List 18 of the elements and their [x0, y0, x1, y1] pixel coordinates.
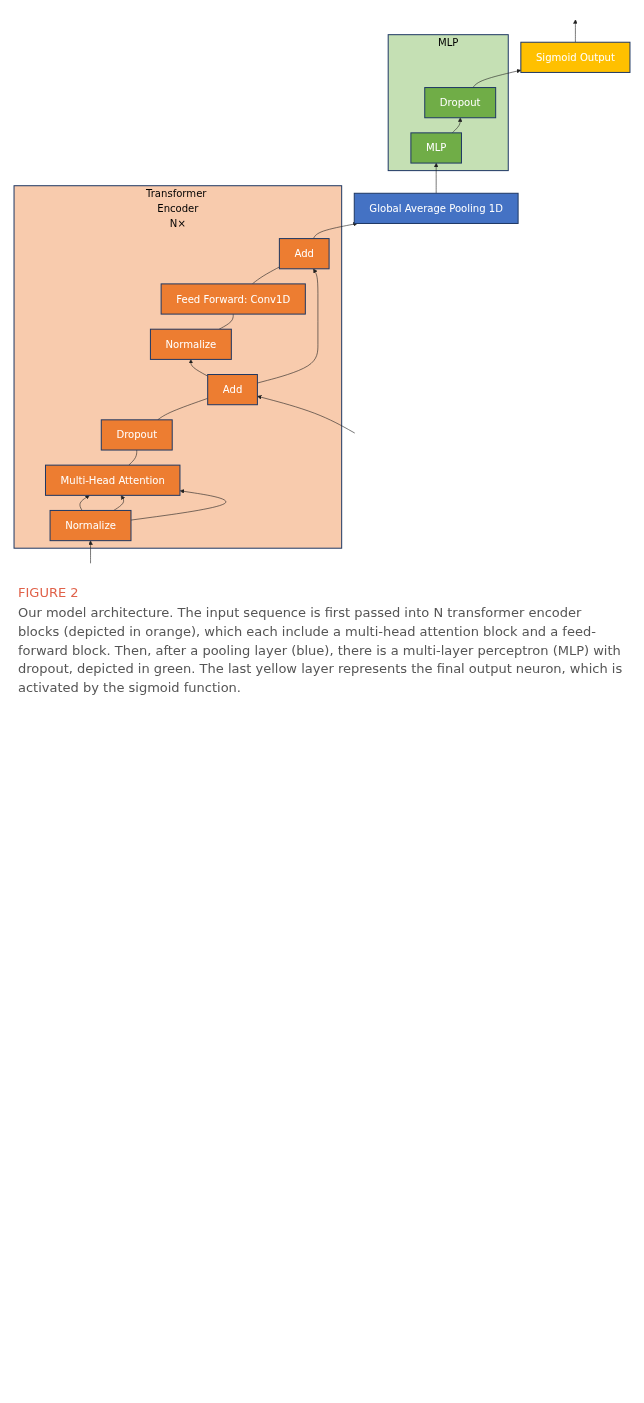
connector: [157, 398, 208, 421]
node-box: Global Average Pooling 1D: [353, 192, 519, 224]
node-box: Dropout: [424, 87, 497, 119]
node-box: MLP: [410, 132, 462, 164]
connector: [128, 449, 138, 466]
node-box: Normalize: [49, 509, 132, 542]
node-box: Add: [278, 238, 330, 270]
node-box: Dropout: [100, 419, 173, 451]
node-box: Sigmoid Output: [520, 41, 631, 73]
node-box: Normalize: [149, 328, 232, 360]
connector: [218, 313, 234, 330]
connector: [252, 266, 280, 285]
figure-caption: Our model architecture. The input sequence is first passed into N transformer encoder blocks (depicted in orange), which each include a multi-head attention block and a feed-forward block. Then, after a pooling layer (blue), there is a multi-layer perceptron (MLP) with dropout, depicted in green. The last yellow layer represents the final output neuron, which is activated by the sigmoid function.: [18, 603, 624, 698]
node-box: Multi-Head Attention: [45, 464, 181, 496]
node-label: N×: [169, 217, 186, 230]
node-box: Add: [207, 374, 258, 406]
node-box: Feed Forward: Conv1D: [160, 283, 306, 315]
figure-label: FIGURE 2: [18, 584, 80, 600]
